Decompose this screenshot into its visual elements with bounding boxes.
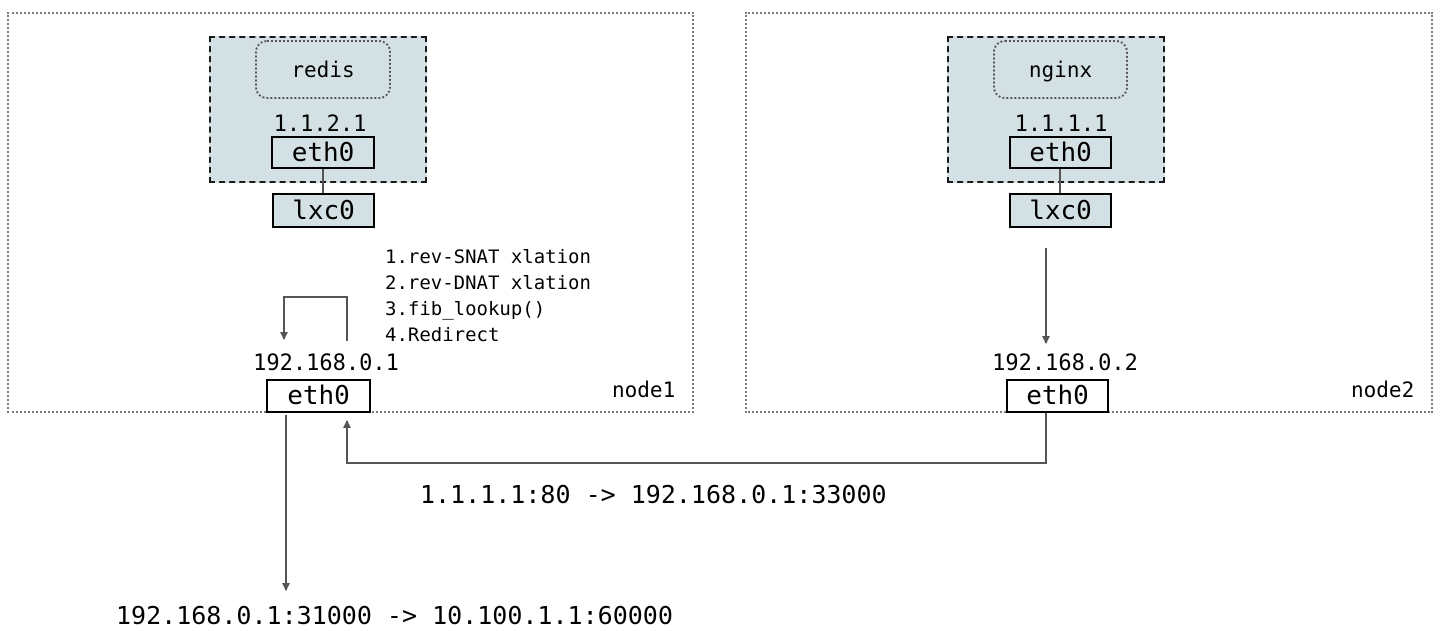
node2-lxc0: lxc0: [1009, 193, 1112, 228]
node2-container-eth0: eth0: [1009, 136, 1112, 169]
step-rev-snat: 1.rev-SNAT xlation: [385, 246, 591, 268]
step-fib-lookup: 3.fib_lookup(): [385, 298, 546, 320]
node1-app-redis: redis: [255, 40, 391, 99]
egress-flow-label: 192.168.0.1:31000 -> 10.100.1.1:60000: [116, 601, 673, 630]
node1-lxc0: lxc0: [272, 193, 375, 228]
node2-label: node2: [1351, 378, 1415, 402]
node2-host-ip: 192.168.0.2: [992, 351, 1138, 376]
node1-host-eth0: eth0: [266, 379, 371, 413]
step-redirect: 4.Redirect: [385, 324, 500, 346]
node2-container-ip: 1.1.1.1: [1014, 112, 1108, 137]
node1-host-ip: 192.168.0.1: [253, 351, 399, 376]
node1-container-ip: 1.1.2.1: [273, 112, 367, 137]
node2-container: [947, 36, 1165, 183]
reply-path-arrow: [343, 413, 1047, 464]
node1-steps: 1.rev-SNAT xlation 2.rev-DNAT xlation 3.…: [385, 244, 591, 348]
step-rev-dnat: 2.rev-DNAT xlation: [385, 272, 591, 294]
node2-app-nginx: nginx: [993, 40, 1128, 99]
node2-host-eth0: eth0: [1006, 379, 1109, 413]
reply-flow-label: 1.1.1.1:80 -> 192.168.0.1:33000: [420, 480, 887, 509]
node1-label: node1: [612, 378, 676, 402]
node1-container-eth0: eth0: [271, 136, 375, 169]
